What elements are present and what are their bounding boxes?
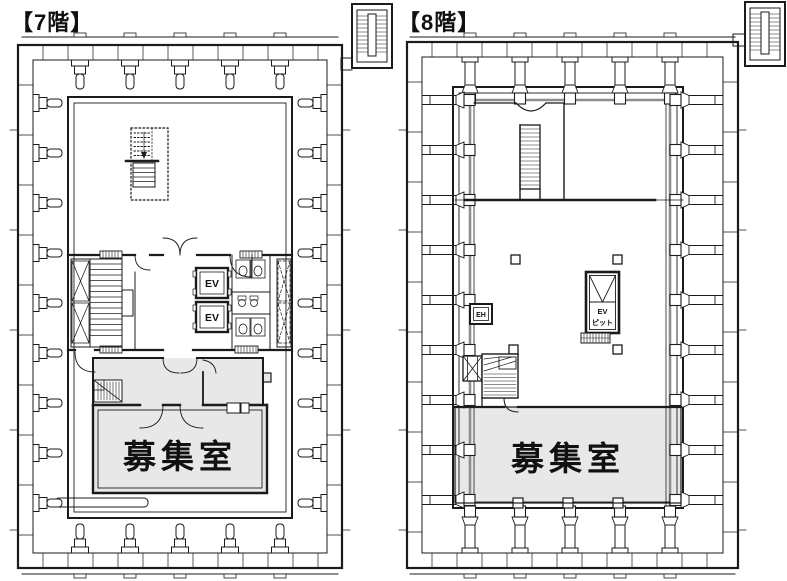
toilet-area-7f bbox=[231, 254, 271, 351]
elevator-1-7f: EV bbox=[192, 266, 232, 300]
stairwell-8f-left bbox=[462, 353, 519, 413]
floor-label-8f: 【8階】 bbox=[398, 10, 480, 35]
ev-pit-label-top: EV bbox=[597, 307, 607, 316]
dashed-stair-7f bbox=[124, 127, 169, 201]
outer-trim-7f bbox=[9, 32, 351, 579]
ev-pit-label-bottom: ピット bbox=[592, 318, 613, 327]
recruitment-room-7f bbox=[93, 358, 272, 493]
external-staircase-8f bbox=[732, 1, 786, 67]
recruitment-suite-7f: 募集室 bbox=[91, 357, 269, 495]
column-fins-7f bbox=[32, 59, 328, 554]
elevator-label: EV bbox=[205, 312, 219, 324]
room-label-8f: 募集室 bbox=[510, 440, 625, 477]
elevator-pit-8f: EV ピット bbox=[584, 270, 621, 335]
floorplan-7f: EV EV bbox=[9, 3, 393, 579]
recruitment-room-8f bbox=[455, 407, 681, 503]
external-staircase-7f bbox=[340, 3, 393, 71]
outer-wall-8f bbox=[405, 40, 740, 570]
elevator-label: EV bbox=[205, 278, 219, 290]
elevator-hall-8f: EH bbox=[469, 303, 493, 325]
stairwell-7f bbox=[89, 258, 134, 348]
elevator-2-7f: EV bbox=[192, 300, 232, 334]
outer-trim-8f bbox=[398, 32, 747, 579]
floor-label-7f: 【7階】 bbox=[11, 10, 93, 35]
stairwell-8f-center bbox=[454, 102, 684, 202]
floorplan-8f: EV ピット EH 募集室 bbox=[398, 1, 786, 579]
eh-label: EH bbox=[476, 312, 486, 319]
elevator-pit-ladder-8f bbox=[580, 332, 611, 344]
core-7f: EV EV bbox=[66, 237, 294, 373]
recruitment-suite-8f: 募集室 bbox=[453, 405, 683, 504]
room-label-7f: 募集室 bbox=[122, 438, 237, 475]
